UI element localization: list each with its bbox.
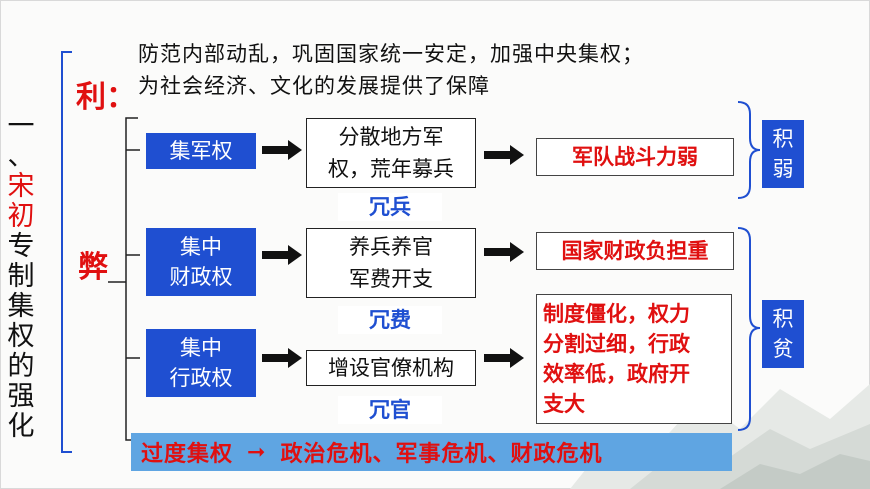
result-text: 国家财政负担重 bbox=[561, 239, 709, 263]
bi-label: 弊 bbox=[78, 250, 108, 285]
measure-box-finance: 养兵养官 军费开支 bbox=[306, 228, 476, 298]
title-char: 制 bbox=[7, 261, 35, 292]
tag-redundant-expenses: 冗费 bbox=[338, 306, 442, 334]
title-char: 的 bbox=[7, 351, 35, 382]
measure-line: 军费开支 bbox=[349, 267, 433, 291]
title-char: 宋 bbox=[7, 171, 35, 202]
title-char: 一 bbox=[7, 111, 35, 142]
li-line: 防范内部动乱，巩固国家统一安定，加强中央集权； bbox=[138, 42, 644, 66]
result-text: 支大 bbox=[543, 392, 585, 416]
measure-box-military: 分散地方军 权，荒年募兵 bbox=[306, 118, 476, 188]
conclusion-cause: 过度集权 bbox=[141, 442, 234, 467]
li-line: 为社会经济、文化的发展提供了保障 bbox=[138, 74, 490, 98]
result-box-military: 军队战斗力弱 bbox=[536, 138, 734, 176]
title-char: 强 bbox=[7, 381, 35, 412]
title-char: 专 bbox=[7, 231, 35, 262]
title-char: 集 bbox=[7, 291, 35, 322]
conclusion-result: 政治危机、军事危机、财政危机 bbox=[280, 442, 603, 467]
policy-box-admin: 集中 行政权 bbox=[146, 329, 256, 397]
policy-box-finance: 集中 财政权 bbox=[146, 228, 256, 296]
conclusion-bar: 过度集权 ➞ 政治危机、军事危机、财政危机 bbox=[131, 433, 732, 471]
result-box-finance: 国家财政负担重 bbox=[536, 232, 734, 270]
result-text: 分割过细，行政 bbox=[543, 332, 690, 356]
title-char: 权 bbox=[7, 321, 35, 352]
outcome-box-weak: 积 弱 bbox=[762, 120, 804, 188]
bi-bracket bbox=[125, 117, 140, 441]
tag-redundant-troops: 冗兵 bbox=[338, 193, 442, 221]
policy-label: 集军权 bbox=[169, 139, 233, 163]
measure-line: 增设官僚机构 bbox=[328, 356, 454, 380]
outcome-char: 积 bbox=[772, 307, 794, 331]
result-text: 军队战斗力弱 bbox=[572, 145, 698, 169]
policy-label: 财政权 bbox=[169, 265, 233, 289]
arrow-icon: ➞ bbox=[247, 439, 267, 465]
measure-box-admin: 增设官僚机构 bbox=[306, 350, 476, 386]
policy-box-military: 集军权 bbox=[146, 133, 256, 169]
outcome-char: 积 bbox=[772, 127, 794, 151]
result-box-admin: 制度僵化，权力 分割过细，行政 效率低，政府开 支大 bbox=[536, 294, 732, 424]
outcome-box-poor: 积 贫 bbox=[762, 300, 804, 368]
outcome-char: 弱 bbox=[772, 157, 794, 181]
weak-brace bbox=[737, 101, 761, 199]
arrow-icon bbox=[262, 140, 524, 368]
li-description: 防范内部动乱，巩固国家统一安定，加强中央集权； 为社会经济、文化的发展提供了保障 bbox=[138, 38, 644, 102]
tag-redundant-officials: 冗官 bbox=[338, 396, 442, 424]
result-text: 效率低，政府开 bbox=[543, 362, 690, 386]
li-label: 利： bbox=[76, 80, 136, 115]
title-char: 化 bbox=[7, 411, 35, 442]
outer-bracket bbox=[61, 51, 72, 453]
policy-label: 集中 bbox=[180, 336, 222, 360]
poor-brace bbox=[737, 227, 761, 431]
measure-line: 养兵养官 bbox=[349, 235, 433, 259]
measure-line: 权，荒年募兵 bbox=[328, 157, 454, 181]
section-title: 一 、 宋 初 专 制 集 权 的 强 化 bbox=[2, 112, 40, 442]
title-char: 、 bbox=[7, 141, 35, 172]
outcome-char: 贫 bbox=[772, 337, 794, 361]
policy-label: 行政权 bbox=[169, 366, 233, 390]
title-char: 初 bbox=[7, 201, 35, 232]
measure-line: 分散地方军 bbox=[338, 125, 444, 149]
policy-label: 集中 bbox=[180, 235, 222, 259]
result-text: 制度僵化，权力 bbox=[543, 302, 690, 326]
